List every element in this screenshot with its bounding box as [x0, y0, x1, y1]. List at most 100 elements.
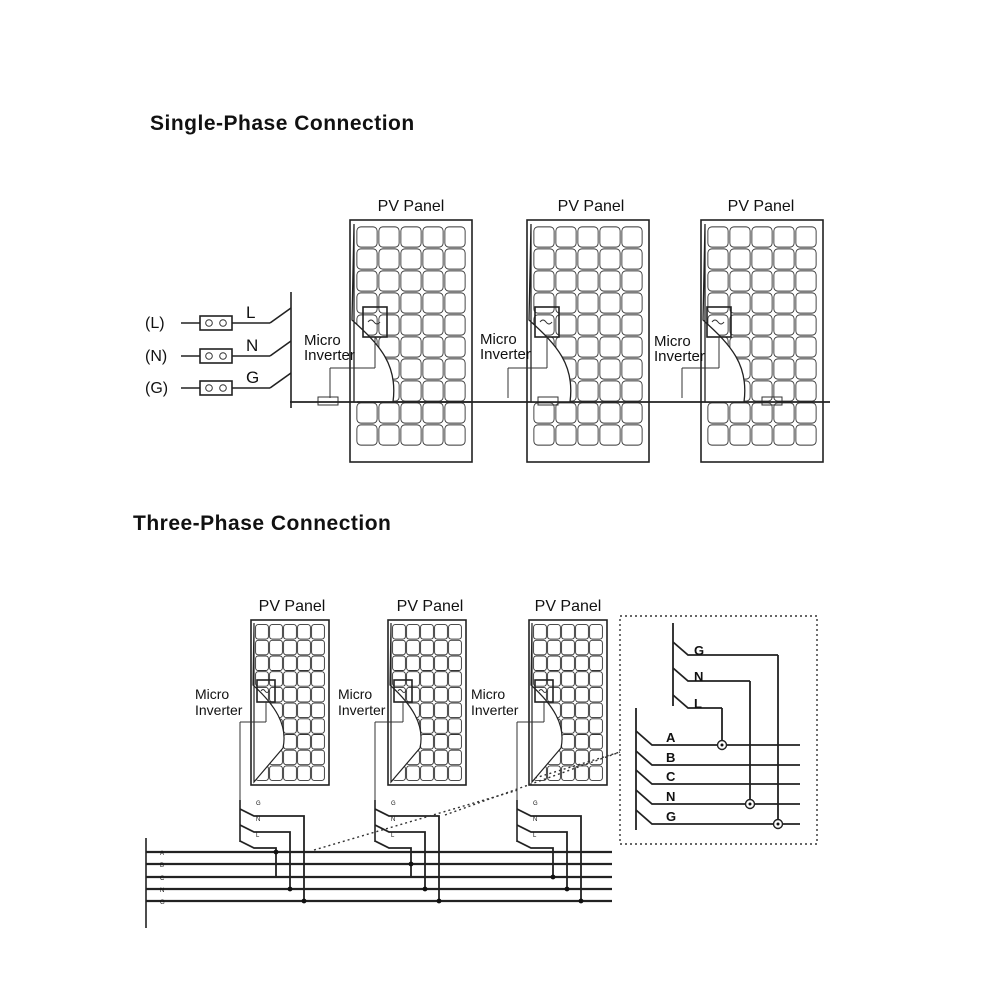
pv-cell [795, 314, 817, 336]
pv-cell [773, 292, 795, 314]
pv-cell [751, 226, 773, 248]
pv-cell [533, 248, 555, 270]
tp-junction-dot [301, 898, 307, 904]
pv-cell [283, 655, 297, 671]
pv-cell [561, 655, 575, 671]
pv-cell [577, 270, 599, 292]
pv-cell [444, 292, 466, 314]
detail-bus-label: A [666, 730, 676, 745]
pv-cell [448, 734, 462, 750]
pv-cell [707, 270, 729, 292]
pv-cell [729, 226, 751, 248]
pv-cell [599, 314, 621, 336]
pv-cell [448, 765, 462, 781]
tp-local-wire [239, 824, 291, 889]
pv-cell [577, 248, 599, 270]
tp-local-wire [374, 840, 412, 877]
tp-connection-block-3: GNL [516, 800, 584, 904]
pv-cell [773, 226, 795, 248]
pv-cell [269, 639, 283, 656]
pv-cell [400, 270, 422, 292]
pv-cell [434, 655, 448, 671]
pv-cell [311, 655, 325, 671]
tp-local-wire-label: N [256, 817, 260, 823]
pv-cell [577, 226, 599, 248]
pv-cell [589, 639, 603, 656]
pv-cell [297, 765, 311, 781]
sp-panel-1-label: PV Panel [378, 198, 445, 215]
pv-cell [269, 765, 283, 781]
pv-cell [575, 702, 589, 719]
pv-cell [555, 424, 577, 446]
pv-cell [422, 226, 444, 248]
pv-cell [577, 380, 599, 402]
pv-cell [589, 671, 603, 687]
pv-cell [406, 686, 420, 703]
pv-cell [533, 639, 547, 656]
pv-cell [283, 749, 297, 766]
pv-cell [577, 424, 599, 446]
pv-cell-grid [356, 226, 466, 446]
pv-cell [311, 718, 325, 734]
detail-bus-line-b [635, 750, 800, 766]
pv-cell [297, 702, 311, 719]
tp-bus-label: B [160, 863, 164, 869]
pv-cell [577, 292, 599, 314]
pv-cell [561, 765, 575, 781]
tp-panel-3-label: PV Panel [535, 598, 602, 615]
pv-cell [707, 424, 729, 446]
pv-cell [448, 655, 462, 671]
pv-cell [621, 424, 643, 446]
tp-local-wire-label: N [391, 817, 395, 823]
pv-cell [420, 702, 434, 719]
tp-junction-dot [564, 886, 570, 892]
pv-cell [589, 655, 603, 671]
pv-cell-grid [707, 226, 817, 446]
pv-cell [575, 734, 589, 750]
terminal-l: (L) L [145, 303, 292, 332]
sp-inverter-3-label-1: Micro [654, 333, 691, 350]
tp-junction-dot [422, 886, 428, 892]
pv-cell [448, 686, 462, 703]
pv-cell [255, 639, 269, 656]
terminal-n-label: (N) [145, 348, 167, 365]
pv-cell [547, 765, 561, 781]
pv-cell [283, 702, 297, 719]
terminal-l-label: (L) [145, 315, 165, 332]
tp-inverter-2-label-1: Micro [338, 686, 372, 702]
pv-cell [422, 336, 444, 358]
pv-cell [575, 639, 589, 656]
detail-bus-line-g [635, 809, 800, 825]
pv-cell [729, 248, 751, 270]
sp-inverter-3-label-2: Inverter [654, 348, 705, 365]
sp-inverter-1-label-1: Micro [304, 332, 341, 349]
pv-cell [547, 639, 561, 656]
pv-cell [561, 639, 575, 656]
wire-l-label: L [246, 303, 255, 322]
tp-connection-block-1: GNL [239, 800, 307, 904]
pv-cell [561, 624, 575, 640]
pv-cell [751, 424, 773, 446]
pv-cell [422, 270, 444, 292]
pv-cell [444, 336, 466, 358]
pv-cell [561, 718, 575, 734]
pv-cell [773, 402, 795, 424]
detail-bus-label: C [666, 769, 676, 784]
detail-local-wire-label: L [694, 696, 702, 711]
pv-cell [621, 248, 643, 270]
pv-cell [255, 671, 269, 687]
pv-cell [444, 402, 466, 424]
pv-cell [575, 686, 589, 703]
detail-local-wire [672, 641, 778, 656]
tp-pv-panel-3: PV Panel Micro Inverter [471, 598, 608, 812]
pv-cell [444, 424, 466, 446]
pv-cell [555, 292, 577, 314]
wire-n-label: N [246, 336, 258, 355]
tp-local-wire [374, 824, 426, 889]
pv-cell [621, 292, 643, 314]
pv-cell [795, 336, 817, 358]
pv-cell [575, 671, 589, 687]
pv-cell [420, 765, 434, 781]
terminal-g-label: (G) [145, 380, 168, 397]
pv-cell [621, 380, 643, 402]
